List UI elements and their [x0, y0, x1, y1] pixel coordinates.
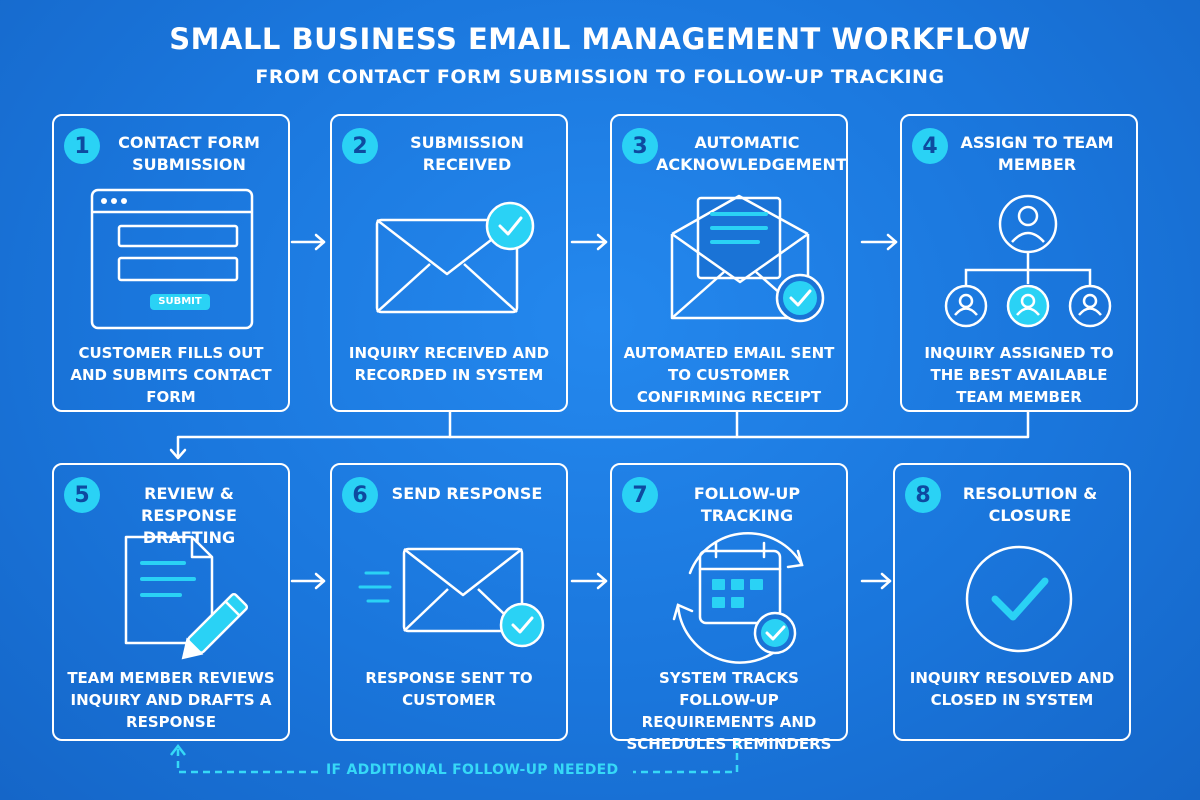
document-pencil-icon [124, 535, 249, 660]
step-card-4: 4 ASSIGN TO TEAM MEMBER INQUIRY ASSIGNED… [900, 114, 1138, 412]
arrow-2-to-3 [570, 233, 608, 251]
arrow-5-to-6 [290, 572, 326, 590]
arrow-4-to-5 [169, 410, 1030, 460]
step-description: TEAM MEMBER REVIEWS INQUIRY AND DRAFTS A… [67, 669, 275, 731]
step-title: FOLLOW-UP TRACKING [693, 484, 801, 525]
open-envelope-check-icon [670, 194, 825, 323]
step-title: ASSIGN TO TEAM MEMBER [960, 133, 1114, 174]
step-number: 7 [622, 477, 658, 513]
team-hierarchy-icon [944, 194, 1112, 328]
loop-arrowhead [170, 743, 186, 756]
step-card-3: 3 AUTOMATIC ACKNOWLEDGEMENT AUTOMATED EM… [610, 114, 848, 412]
step-card-6: 6 SEND RESPONSE RESPONSE SENT TO CUSTOME… [330, 463, 568, 741]
arrow-6-to-7 [570, 572, 608, 590]
page-title: SMALL BUSINESS EMAIL MANAGEMENT WORKFLOW [169, 22, 1031, 56]
step-number: 4 [912, 128, 948, 164]
step-title: SUBMISSION RECEIVED [410, 133, 524, 174]
step-description: AUTOMATED EMAIL SENT TO CUSTOMER CONFIRM… [623, 344, 835, 406]
step-number: 2 [342, 128, 378, 164]
arrow-3-to-4 [860, 233, 898, 251]
step-number: 6 [342, 477, 378, 513]
step-card-1: 1 CONTACT FORM SUBMISSION SUBMIT CUSTOME… [52, 114, 290, 412]
arrow-1-to-2 [290, 233, 326, 251]
step-card-5: 5 REVIEW & RESPONSE DRAFTING TEAM MEMBER… [52, 463, 290, 741]
step-card-8: 8 RESOLUTION & CLOSURE INQUIRY RESOLVED … [893, 463, 1131, 741]
contact-form-icon [90, 188, 254, 330]
arrow-7-to-8 [860, 572, 892, 590]
envelope-check-icon [375, 201, 535, 314]
step-number: 1 [64, 128, 100, 164]
step-number: 3 [622, 128, 658, 164]
step-title: AUTOMATIC ACKNOWLEDGEMENT [656, 133, 847, 174]
step-title: REVIEW & RESPONSE DRAFTING [141, 484, 237, 547]
step-description: CUSTOMER FILLS OUT AND SUBMITS CONTACT F… [70, 344, 272, 406]
step-number: 8 [905, 477, 941, 513]
calendar-cycle-icon [672, 532, 804, 664]
step-card-7: 7 FOLLOW-UP TRACKING SYSTEM TRACKS FOLLO… [610, 463, 848, 753]
step-title: RESOLUTION & CLOSURE [962, 484, 1098, 525]
submit-button-label: SUBMIT [158, 296, 202, 307]
step-description: INQUIRY RESOLVED AND CLOSED IN SYSTEM [909, 669, 1115, 709]
circle-check-icon [965, 545, 1073, 653]
sending-envelope-icon [358, 547, 545, 648]
step-description: INQUIRY ASSIGNED TO THE BEST AVAILABLE T… [924, 344, 1114, 406]
step-title: SEND RESPONSE [391, 484, 543, 503]
step-description: INQUIRY RECEIVED AND RECORDED IN SYSTEM [348, 344, 550, 384]
loop-label: IF ADDITIONAL FOLLOW-UP NEEDED [326, 762, 619, 778]
step-description: RESPONSE SENT TO CUSTOMER [365, 669, 533, 709]
step-card-2: 2 SUBMISSION RECEIVED INQUIRY RECEIVED A… [330, 114, 568, 412]
page-subtitle: FROM CONTACT FORM SUBMISSION TO FOLLOW-U… [255, 66, 945, 88]
step-title: CONTACT FORM SUBMISSION [118, 133, 260, 174]
step-number: 5 [64, 477, 100, 513]
step-description: SYSTEM TRACKS FOLLOW-UP REQUIREMENTS AND… [626, 669, 832, 753]
